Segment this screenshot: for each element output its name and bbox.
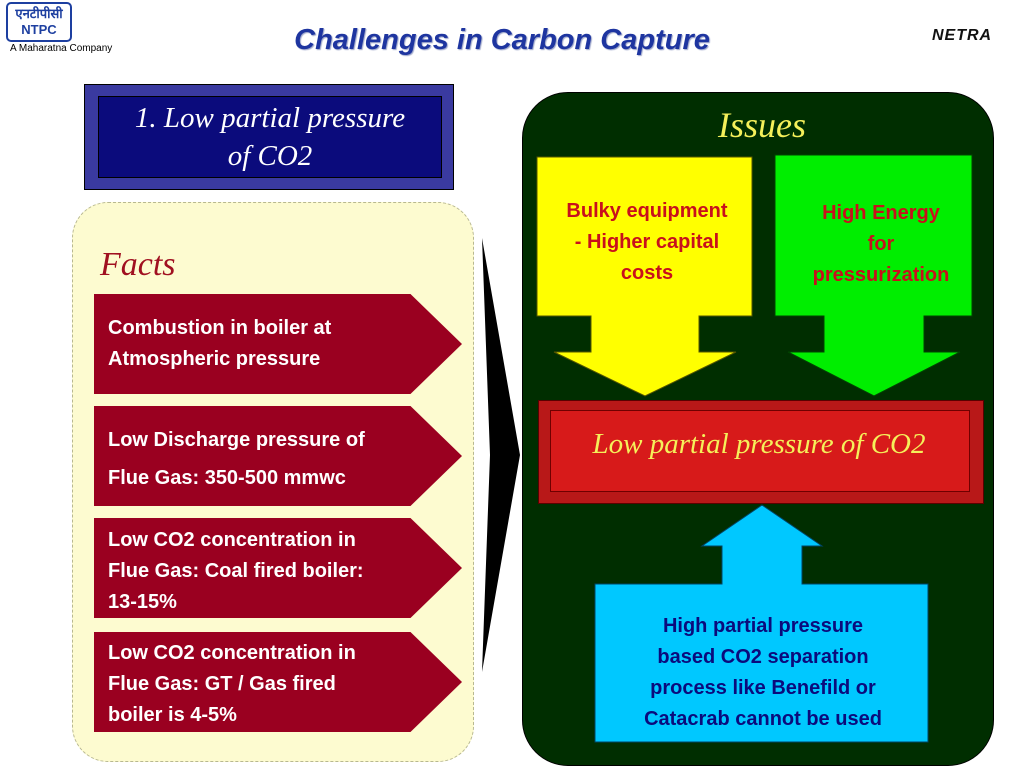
fact-text-1: Combustion in boiler at Atmospheric pres… (108, 313, 438, 375)
fact-3-line-1: Low CO2 concentration in (108, 529, 356, 551)
fact-box-3 (94, 518, 462, 618)
yellow-card-line-3: costs (620, 262, 674, 284)
company-tagline: A Maharatna Company (10, 43, 113, 54)
fact-box-1 (94, 294, 462, 394)
ntpc-logo: एनटीपीसी NTPC (6, 2, 72, 42)
fact-4-line-1: Low CO2 concentration in (108, 642, 356, 664)
green-down-arrow-icon (774, 154, 973, 397)
center-result-box (550, 410, 970, 492)
green-card-line-3: pressurization (812, 264, 950, 286)
blue-card-line-3: process like Benefild or (650, 677, 876, 699)
green-card-line-1: High Energy (822, 202, 940, 224)
yellow-card-text: Bulky equipment - Higher capital costs (540, 196, 754, 289)
slide-title: Challenges in Carbon Capture (294, 24, 710, 56)
yellow-down-arrow-icon (536, 156, 753, 397)
green-card-line-2: for (867, 233, 895, 255)
center-result-text: Low partial pressure of CO2 (592, 428, 926, 460)
heading-box: 1. Low partial pressure of CO2 (98, 96, 442, 178)
fact-2-line-2: Flue Gas: 350-500 mmwc (108, 467, 346, 489)
heading-line-2: of CO2 (227, 140, 313, 172)
issues-label: Issues (718, 105, 806, 145)
heading-line-1: 1. Low partial pressure (134, 102, 406, 134)
fact-3-line-2: Flue Gas: Coal fired boiler: (108, 560, 364, 582)
blue-card-line-1: High partial pressure (662, 615, 864, 637)
green-card-text: High Energy for pressurization (786, 198, 976, 291)
fact-2-line-1: Low Discharge pressure of (108, 429, 365, 451)
fact-1-line-2: Atmospheric pressure (108, 348, 321, 370)
facts-label: Facts (100, 246, 176, 283)
blue-card-line-4: Catacrab cannot be used (644, 708, 882, 730)
fact-text-3: Low CO2 concentration in Flue Gas: Coal … (108, 525, 438, 618)
yellow-card-line-1: Bulky equipment (566, 200, 728, 222)
blue-card-text: High partial pressure based CO2 separati… (598, 611, 928, 735)
logo-english-text: NTPC (21, 22, 57, 37)
flow-arrow-icon (482, 238, 520, 672)
yellow-card-line-2: - Higher capital (574, 231, 720, 253)
fact-box-4 (94, 632, 462, 732)
netra-brand: NETRA (932, 27, 993, 44)
fact-box-2 (94, 406, 462, 506)
fact-1-line-1: Combustion in boiler at (108, 317, 332, 339)
blue-up-arrow-icon (594, 504, 929, 743)
fact-3-line-3: 13-15% (108, 591, 177, 613)
fact-text-4: Low CO2 concentration in Flue Gas: GT / … (108, 638, 438, 731)
blue-card-line-2: based CO2 separation (657, 646, 869, 668)
logo-hindi-text: एनटीपीसी (15, 6, 63, 21)
fact-4-line-2: Flue Gas: GT / Gas fired (108, 673, 336, 695)
fact-text-2: Low Discharge pressure of Flue Gas: 350-… (108, 421, 438, 497)
fact-4-line-3: boiler is 4-5% (108, 704, 237, 726)
